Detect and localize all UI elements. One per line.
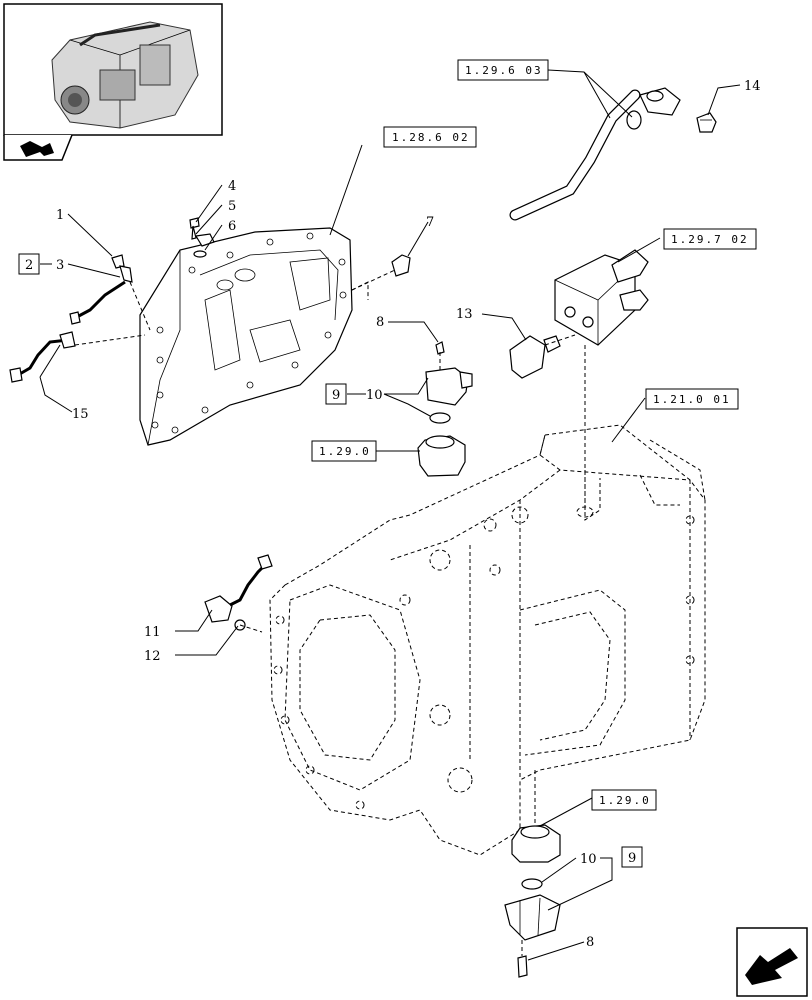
svg-text:1.29.7 02: 1.29.7 02 — [671, 233, 749, 246]
upper-housing-part — [139, 227, 353, 446]
callout-5[interactable]: 5 — [228, 199, 236, 214]
callout-2[interactable]: 2 — [18, 253, 40, 275]
main-transmission-housing — [269, 424, 706, 856]
callout-4[interactable]: 4 — [228, 179, 236, 194]
reference-1-29-0-upper[interactable]: 1.29.0 — [311, 440, 377, 462]
callout-13[interactable]: 13 — [456, 307, 473, 322]
reference-1-29-0-lower[interactable]: 1.29.0 — [591, 789, 657, 811]
callout-9-upper[interactable]: 9 — [325, 383, 347, 405]
svg-text:10: 10 — [366, 388, 383, 403]
svg-text:13: 13 — [456, 307, 473, 322]
next-page-icon[interactable] — [736, 927, 808, 997]
svg-text:1.29.6 03: 1.29.6 03 — [465, 64, 543, 77]
svg-text:1.29.0: 1.29.0 — [319, 445, 371, 458]
callout-8-lower[interactable]: 8 — [586, 935, 594, 950]
reference-1-29-6-03[interactable]: 1.29.6 03 — [457, 59, 549, 81]
callout-10-lower[interactable]: 10 — [580, 852, 597, 867]
svg-text:3: 3 — [56, 258, 64, 273]
svg-text:9: 9 — [628, 851, 636, 866]
callout-7[interactable]: 7 — [426, 215, 434, 230]
svg-text:15: 15 — [72, 407, 89, 422]
svg-text:2: 2 — [25, 258, 33, 273]
svg-text:1: 1 — [56, 208, 64, 223]
svg-text:8: 8 — [376, 315, 384, 330]
valve-block — [554, 249, 649, 346]
pipe-assembly — [509, 87, 681, 221]
plug-part-7 — [391, 254, 411, 277]
reference-1-29-7-02[interactable]: 1.29.7 02 — [663, 228, 757, 250]
callout-3[interactable]: 3 — [56, 258, 64, 273]
callout-14[interactable]: 14 — [744, 79, 761, 94]
svg-text:1.28.6 02: 1.28.6 02 — [392, 131, 470, 144]
svg-text:6: 6 — [228, 219, 236, 234]
leader-lines — [39, 69, 741, 961]
callout-8-upper[interactable]: 8 — [376, 315, 384, 330]
reference-1-21-0-01[interactable]: 1.21.0 01 — [645, 388, 739, 410]
callout-1[interactable]: 1 — [56, 208, 64, 223]
callout-12[interactable]: 12 — [144, 649, 161, 664]
sensor-part-9-lower — [504, 824, 561, 978]
svg-text:8: 8 — [586, 935, 594, 950]
wiring-sensor-part-1 — [69, 254, 133, 325]
svg-text:7: 7 — [426, 215, 434, 230]
navigate-arrow-icon[interactable] — [20, 141, 54, 157]
svg-text:10: 10 — [580, 852, 597, 867]
svg-text:14: 14 — [744, 79, 761, 94]
svg-text:9: 9 — [332, 388, 340, 403]
callout-10-upper[interactable]: 10 — [366, 388, 383, 403]
svg-text:11: 11 — [144, 625, 161, 640]
assembly-lines — [74, 269, 586, 956]
transmission-thumbnail-image — [51, 21, 199, 129]
callout-15[interactable]: 15 — [72, 407, 89, 422]
callout-9-lower[interactable]: 9 — [621, 846, 643, 868]
speed-sensor-part-11 — [204, 554, 273, 631]
svg-text:1.21.0 01: 1.21.0 01 — [653, 393, 731, 406]
callout-11[interactable]: 11 — [144, 625, 161, 640]
reference-1-28-6-02[interactable]: 1.28.6 02 — [383, 126, 477, 148]
svg-text:1.29.0: 1.29.0 — [599, 794, 651, 807]
svg-text:12: 12 — [144, 649, 161, 664]
sensor-part-9-upper — [417, 341, 473, 477]
callout-6[interactable]: 6 — [228, 219, 236, 234]
svg-text:4: 4 — [228, 179, 236, 194]
solenoid-part-13 — [509, 335, 561, 379]
sensor-part-14 — [696, 112, 717, 133]
harness-part-15 — [9, 331, 76, 383]
overview-thumbnail[interactable] — [3, 3, 223, 161]
svg-text:5: 5 — [228, 199, 236, 214]
